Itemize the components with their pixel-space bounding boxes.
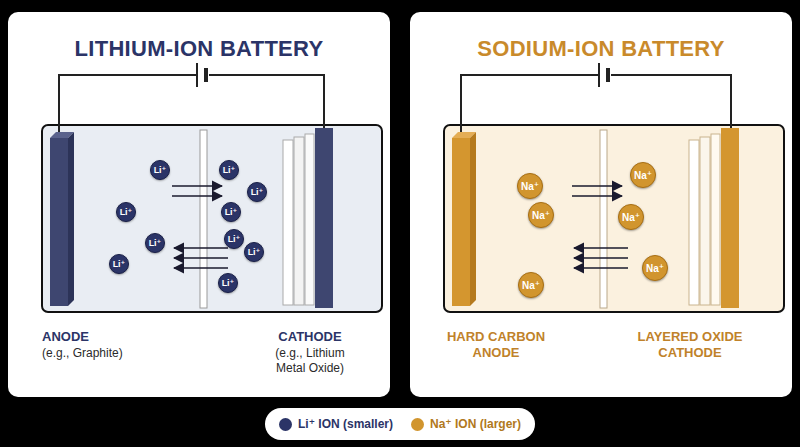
cathode-layer <box>711 134 720 305</box>
ion-circle: Na⁺ <box>517 173 543 199</box>
separator <box>600 130 607 308</box>
anode-plate <box>470 132 476 306</box>
anode-plate <box>452 138 470 306</box>
ion-circle: Na⁺ <box>518 272 544 298</box>
ion-circle: Li⁺ <box>109 254 130 275</box>
ion-circle: Li⁺ <box>150 160 171 181</box>
electrode-example: (e.g., Graphite) <box>42 346 172 361</box>
panel-title: LITHIUM-ION BATTERY <box>8 36 390 62</box>
wire <box>461 75 731 133</box>
electrode-example: (e.g., Lithium Metal Oxide) <box>262 346 358 376</box>
panel-ground <box>8 12 390 397</box>
ion-symbol: Na⁺ <box>646 263 664 274</box>
ion-circle: Li⁺ <box>145 233 166 254</box>
ion-circle: Li⁺ <box>247 182 268 203</box>
separator <box>200 130 207 308</box>
ion-circle: Na⁺ <box>642 255 668 281</box>
electrode-name: LAYERED OXIDE CATHODE <box>628 329 752 362</box>
ion-symbol: Li⁺ <box>228 234 241 244</box>
ion-symbol: Li⁺ <box>113 259 126 269</box>
battery-symbol <box>598 63 600 87</box>
ion-circle: Na⁺ <box>630 162 656 188</box>
legend-text: Li⁺ ION (smaller) <box>298 417 393 431</box>
battery-symbol <box>204 68 208 82</box>
ion-symbol: Li⁺ <box>225 207 238 217</box>
ion-circle: Li⁺ <box>244 242 265 263</box>
panel-title: SODIUM-ION BATTERY <box>410 36 792 62</box>
ion-symbol: Na⁺ <box>521 181 539 192</box>
ion-flow-arrows <box>172 186 228 268</box>
cathode-layer <box>305 134 314 305</box>
cathode-layer <box>700 137 710 305</box>
ion-symbol: Li⁺ <box>248 247 261 257</box>
ion-circle: Li⁺ <box>219 160 240 181</box>
legend: Li⁺ ION (smaller) Na⁺ ION (larger) <box>265 408 535 440</box>
electrode-name: CATHODE <box>255 329 365 345</box>
ion-flow-arrows <box>572 186 628 268</box>
electrode-name: HARD CARBON ANODE <box>440 329 552 362</box>
cathode-layer <box>283 140 293 305</box>
ion-symbol: Na⁺ <box>622 212 640 223</box>
ion-symbol: Li⁺ <box>251 187 264 197</box>
cathode-layer <box>294 137 304 305</box>
anode-plate <box>68 132 74 306</box>
cell-housing <box>444 125 784 312</box>
battery-symbol <box>606 68 610 82</box>
panel-ground <box>410 12 792 397</box>
ion-symbol: Li⁺ <box>223 165 236 175</box>
ion-circle: Li⁺ <box>224 229 245 250</box>
battery-symbol <box>196 63 198 87</box>
legend-swatch <box>411 418 424 431</box>
ion-circle: Li⁺ <box>221 202 242 223</box>
ion-symbol: Na⁺ <box>634 170 652 181</box>
electrode-name: ANODE <box>42 329 172 345</box>
cell-housing <box>42 125 382 312</box>
legend-swatch <box>279 418 292 431</box>
ion-circle: Li⁺ <box>116 202 137 223</box>
cathode-plate <box>315 128 333 308</box>
ion-symbol: Na⁺ <box>532 210 550 221</box>
ion-symbol: Li⁺ <box>120 207 133 217</box>
ion-symbol: Li⁺ <box>222 278 235 288</box>
anode-plate <box>50 138 68 306</box>
legend-item: Na⁺ ION (larger) <box>411 417 521 431</box>
legend-text: Na⁺ ION (larger) <box>430 417 521 431</box>
cathode-layer <box>689 140 699 305</box>
ion-symbol: Li⁺ <box>149 238 162 248</box>
wire <box>59 75 324 133</box>
ion-circle: Na⁺ <box>618 204 644 230</box>
ion-symbol: Na⁺ <box>522 280 540 291</box>
legend-item: Li⁺ ION (smaller) <box>279 417 393 431</box>
cathode-plate <box>721 128 739 308</box>
ion-circle: Li⁺ <box>218 273 239 294</box>
ion-symbol: Li⁺ <box>154 165 167 175</box>
ion-circle: Na⁺ <box>528 202 554 228</box>
